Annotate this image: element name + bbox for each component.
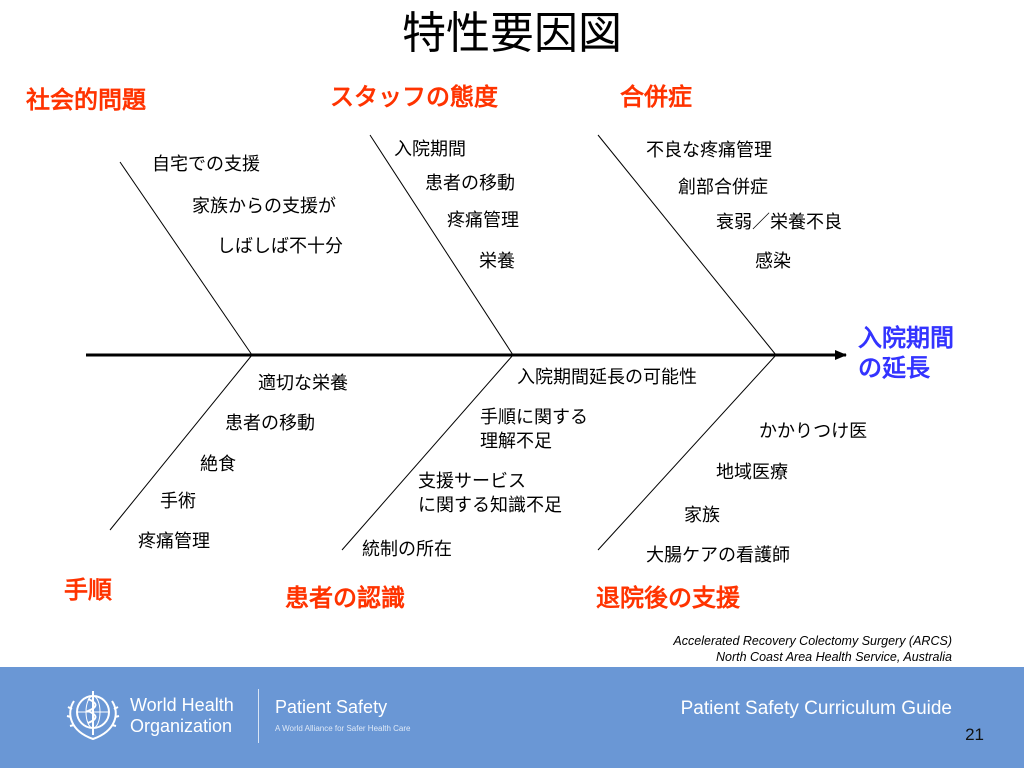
category-label-staff-attitude: スタッフの態度 [330, 83, 498, 111]
cause-item: 衰弱／栄養不良 [716, 212, 842, 233]
cause-item: 入院期間延長の可能性 [517, 367, 697, 388]
cause-item: 自宅での支援 [152, 154, 260, 175]
category-label-social: 社会的問題 [26, 86, 146, 114]
cause-item: 創部合併症 [678, 177, 768, 198]
bone-procedure [109, 354, 253, 531]
category-label-patient-awareness: 患者の認識 [285, 584, 405, 612]
category-label-post-discharge: 退院後の支援 [596, 584, 740, 612]
cause-item: 不良な疼痛管理 [646, 140, 772, 161]
cause-item: 家族からの支援が [192, 196, 336, 217]
guide-title: Patient Safety Curriculum Guide [680, 698, 952, 719]
bone-social [119, 161, 253, 356]
cause-item: 支援サービス に関する知識不足 [418, 471, 562, 516]
cause-item: 家族 [684, 505, 720, 526]
footer-bar: World Health Organization Patient Safety… [0, 667, 1024, 768]
outcome-label: 入院期間 の延長 [858, 324, 954, 382]
slide-title: 特性要因図 [402, 8, 622, 59]
category-label-complications: 合併症 [620, 83, 692, 111]
cause-item: 疼痛管理 [138, 531, 210, 552]
cause-item: 地域医療 [716, 462, 788, 483]
cause-item: かかりつけ医 [759, 421, 868, 442]
bone-complications [597, 134, 777, 356]
cause-item: 感染 [755, 251, 791, 272]
cause-item: 患者の移動 [225, 413, 315, 434]
cause-item: 統制の所在 [362, 539, 452, 560]
source-credit-line2: North Coast Area Health Service, Austral… [716, 650, 952, 664]
footer-divider [258, 689, 259, 743]
category-label-procedure: 手順 [64, 576, 112, 604]
cause-item: 適切な栄養 [258, 373, 348, 394]
cause-item: 患者の移動 [425, 173, 515, 194]
cause-item: 栄養 [479, 251, 515, 272]
program-name: Patient Safety [275, 697, 388, 717]
bone-patient-awareness [341, 354, 514, 551]
bone-post-discharge [597, 354, 777, 551]
cause-item: 手術 [160, 491, 196, 512]
page-number: 21 [965, 725, 984, 744]
fishbone-diagram [86, 134, 847, 551]
program-tagline: A World Alliance for Safer Health Care [275, 724, 411, 733]
cause-item: しばしば不十分 [217, 236, 343, 257]
who-emblem-icon [66, 691, 120, 741]
bone-staff-attitude [369, 134, 514, 356]
cause-item: 手順に関する 理解不足 [480, 407, 588, 452]
source-credit-line1: Accelerated Recovery Colectomy Surgery (… [673, 634, 952, 648]
cause-item: 疼痛管理 [447, 210, 519, 231]
who-org-name: World Health Organization [130, 695, 234, 736]
cause-item: 入院期間 [394, 139, 466, 160]
cause-item: 大腸ケアの看護師 [646, 545, 790, 566]
cause-item: 絶食 [200, 454, 236, 475]
